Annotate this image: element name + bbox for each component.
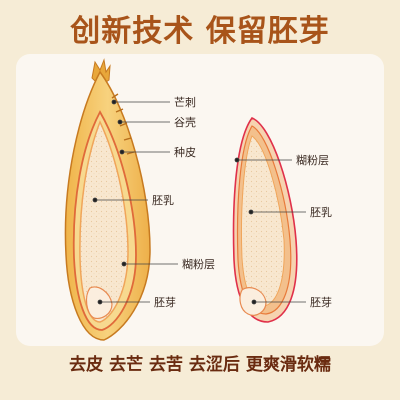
- footer-tagline: 去皮 去芒 去苦 去涩后 更爽滑软糯: [69, 355, 331, 375]
- endosperm-shape: [79, 120, 129, 323]
- label-awn: 芒刺: [174, 96, 196, 109]
- label-germ-right: 胚芽: [310, 295, 332, 309]
- label-aleurone: 糊粉层: [182, 257, 215, 271]
- husk-serration: [111, 93, 135, 155]
- label-germ: 胚芽: [154, 295, 176, 309]
- left-leader-lines: [92, 99, 178, 305]
- whole-grain-illustration: [64, 58, 151, 341]
- label-endosperm-right: 胚乳: [310, 206, 332, 219]
- label-aleurone-right: 糊粉层: [296, 153, 329, 167]
- label-husk: 谷壳: [174, 115, 196, 129]
- label-seed-coat: 种皮: [174, 145, 196, 159]
- polished-grain-illustration: [232, 117, 298, 323]
- right-leader-lines: [234, 157, 306, 305]
- label-endosperm: 胚乳: [152, 194, 174, 207]
- page-title: 创新技术 保留胚芽: [70, 14, 330, 49]
